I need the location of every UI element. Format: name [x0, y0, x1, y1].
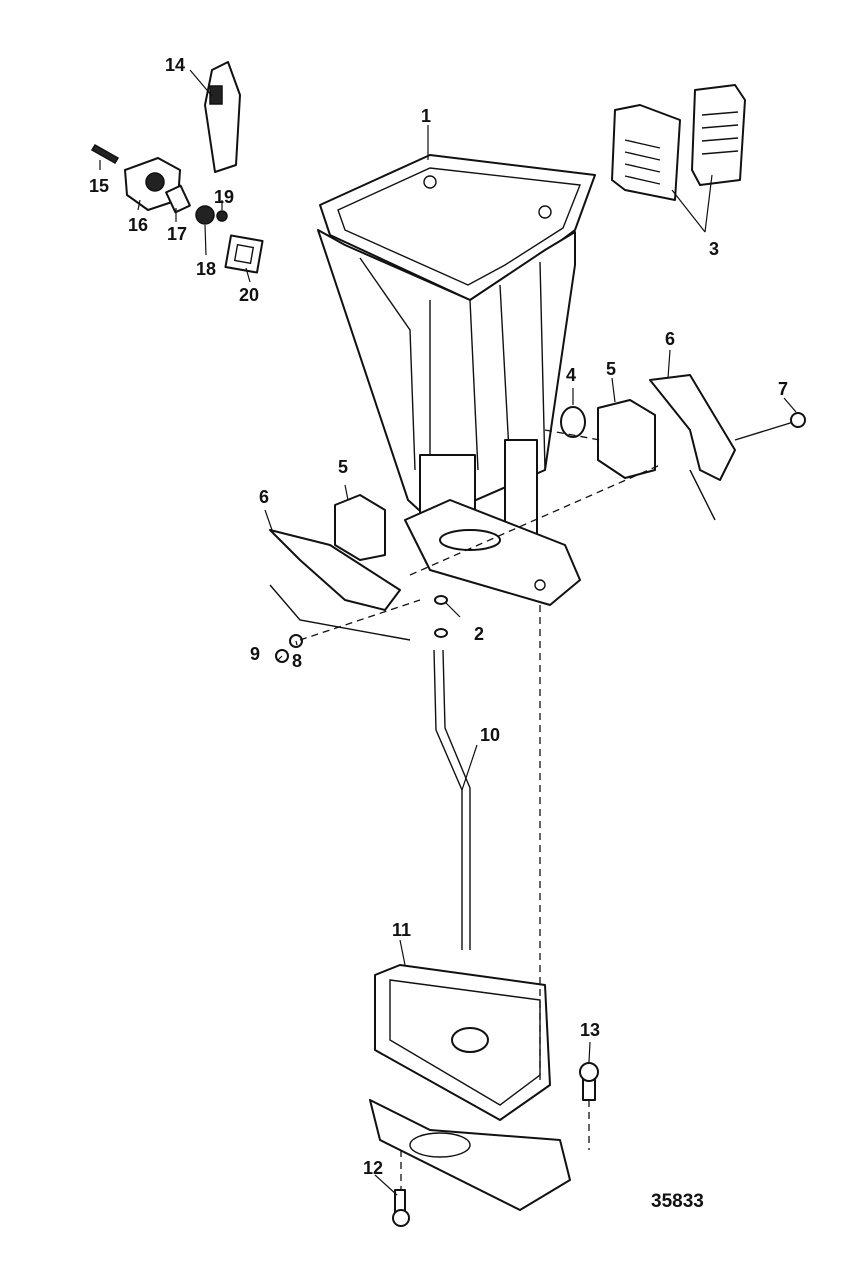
drawing-number: 35833: [651, 1191, 704, 1212]
side-cover-parts: [611, 84, 746, 233]
callout-3: 3: [709, 239, 720, 259]
small-hardware-parts: [90, 143, 264, 274]
callout-10: 10: [480, 725, 501, 745]
callout-15: 15: [89, 176, 110, 196]
bolt-parts: [392, 1062, 599, 1227]
callout-7: 7: [778, 379, 789, 399]
callout-1: 1: [421, 106, 432, 126]
callout-19: 19: [214, 187, 235, 207]
callout-12: 12: [363, 1158, 384, 1178]
long-bolt-part: [734, 412, 806, 441]
water-tube-part: [433, 649, 471, 950]
callout-11: 11: [392, 920, 412, 940]
clip-part: [204, 61, 241, 173]
mount-block-parts: [334, 399, 656, 561]
callout-20: 20: [239, 285, 260, 305]
grommet-part: [560, 406, 586, 438]
callout-5-right: 5: [606, 359, 617, 379]
adapter-plate-part: [369, 964, 571, 1211]
callout-6-left: 6: [259, 487, 270, 507]
bracket-parts: [269, 374, 736, 641]
callout-8: 8: [292, 651, 303, 671]
driveshaft-housing-part: [317, 154, 596, 606]
callout-16: 16: [128, 215, 149, 235]
callout-18: 18: [196, 259, 217, 279]
callout-14: 14: [165, 55, 186, 75]
callout-9: 9: [250, 644, 261, 664]
callout-2: 2: [474, 624, 485, 644]
dowel-parts: [434, 595, 448, 638]
callout-17: 17: [167, 224, 188, 244]
callout-6-right: 6: [665, 329, 676, 349]
callout-4: 4: [566, 365, 577, 385]
alignment-lines: [299, 429, 661, 1190]
callout-5-left: 5: [338, 457, 349, 477]
callout-13: 13: [580, 1020, 601, 1040]
leader-lines: [99, 69, 797, 1196]
